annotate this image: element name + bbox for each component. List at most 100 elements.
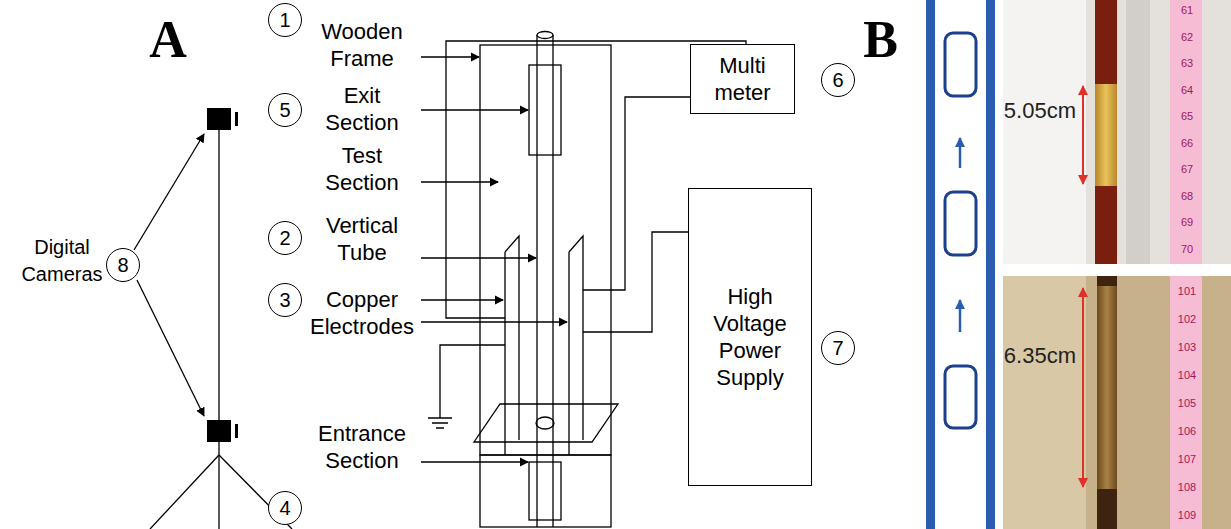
tube-wall (986, 0, 995, 529)
ruler-number: 106 (1173, 424, 1201, 438)
tube-glass (1126, 0, 1150, 264)
tripod-leg (150, 455, 219, 529)
part-label: Test Section (307, 142, 417, 196)
ruler-number: 109 (1173, 508, 1201, 522)
ruler-number: 101 (1173, 284, 1201, 298)
instrument-box: Multi meter (690, 44, 795, 114)
leader-arrow (421, 321, 567, 322)
tube-opening (536, 417, 554, 429)
photo-ground (1086, 276, 1231, 529)
part-label: Vertical Tube (307, 212, 417, 266)
liquid-slug (1095, 0, 1117, 84)
photo-ground (1086, 0, 1231, 264)
panel-letter: B (858, 10, 903, 70)
gas-bubble (1095, 84, 1117, 186)
entrance-section (529, 462, 561, 520)
node-text: Multi meter (695, 52, 790, 106)
flow-arrow (959, 300, 962, 332)
flow-arrow (959, 138, 962, 168)
node-text: 3 (279, 289, 290, 312)
ruler-number: 65 (1173, 109, 1201, 123)
leader-arrow (134, 134, 204, 250)
part-label: Entrance Section (307, 420, 417, 474)
node-text: 1 (279, 9, 290, 32)
ruler-number: 68 (1173, 189, 1201, 203)
photo-ground (1003, 276, 1231, 529)
callout-number: 5 (268, 93, 302, 127)
liquid-slug (1097, 276, 1117, 286)
camera-lens (235, 424, 238, 438)
exit-section (529, 65, 561, 155)
ruler-number: 102 (1173, 312, 1201, 326)
leader-arrow (421, 109, 528, 110)
taylor-bubble (945, 366, 976, 428)
vertical-tube (552, 35, 553, 527)
camera-stand (218, 130, 219, 420)
leader-arrow (421, 299, 503, 300)
ruler-number: 62 (1173, 30, 1201, 44)
leader-arrow (421, 461, 528, 462)
callout-number: 7 (821, 331, 855, 365)
node-text: 4 (279, 497, 290, 520)
liquid-slug (1097, 489, 1117, 529)
dimension-arrow (1082, 288, 1084, 487)
ruler-number: 70 (1173, 242, 1201, 256)
ruler-number: 103 (1173, 340, 1201, 354)
wire (583, 97, 690, 290)
frame-base (480, 455, 611, 527)
part-label: Wooden Frame (307, 18, 417, 72)
callout-number: 4 (268, 491, 302, 525)
callout-number: 2 (268, 221, 302, 255)
callout-number: 1 (268, 3, 302, 37)
wire (440, 345, 505, 418)
wooden-frame (480, 45, 611, 455)
taylor-bubble (945, 192, 976, 255)
node-text: 8 (117, 254, 128, 277)
node-text: 6 (832, 69, 843, 92)
part-label: Digital Cameras (12, 234, 112, 288)
ruler-number: 63 (1173, 56, 1201, 70)
camera-icon (207, 108, 231, 130)
dimension-arrow (1082, 86, 1084, 184)
camera-icon (207, 420, 231, 442)
dimension-label: 5.05cm (990, 97, 1076, 124)
leader-arrow (137, 280, 204, 416)
platform (474, 404, 618, 442)
liquid-slug (1095, 186, 1117, 264)
ruler-number: 108 (1173, 480, 1201, 494)
ruler-number: 67 (1173, 162, 1201, 176)
node-text: 7 (832, 337, 843, 360)
part-label: Exit Section (307, 82, 417, 136)
vertical-tube (536, 35, 537, 527)
leader-arrow (421, 56, 479, 57)
photo-ground (1003, 0, 1231, 264)
callout-number: 6 (821, 63, 855, 97)
tube-wall (926, 0, 935, 529)
leader-arrow (421, 181, 498, 182)
copper-electrode (505, 236, 519, 455)
wire (583, 232, 688, 332)
ruler-number: 61 (1173, 3, 1201, 17)
measuring-tape (1170, 276, 1202, 529)
ruler-number: 104 (1173, 368, 1201, 382)
node-text: High Voltage Power Supply (693, 283, 807, 391)
camera-lens (235, 112, 238, 126)
measuring-tape (1170, 0, 1202, 264)
callout-number: 3 (268, 283, 302, 317)
callout-number: 8 (106, 248, 140, 282)
part-label: Copper Electrodes (307, 286, 417, 340)
node-text: 5 (279, 99, 290, 122)
gas-bubble (1097, 286, 1117, 489)
ruler-number: 66 (1173, 136, 1201, 150)
tube-end (537, 32, 553, 39)
leader-arrow (421, 257, 536, 258)
panel-letter: A (143, 10, 193, 70)
taylor-bubble (945, 33, 976, 96)
ruler-number: 69 (1173, 215, 1201, 229)
dimension-label: 6.35cm (990, 342, 1076, 369)
copper-electrode (569, 236, 583, 455)
instrument-box: High Voltage Power Supply (688, 188, 812, 486)
